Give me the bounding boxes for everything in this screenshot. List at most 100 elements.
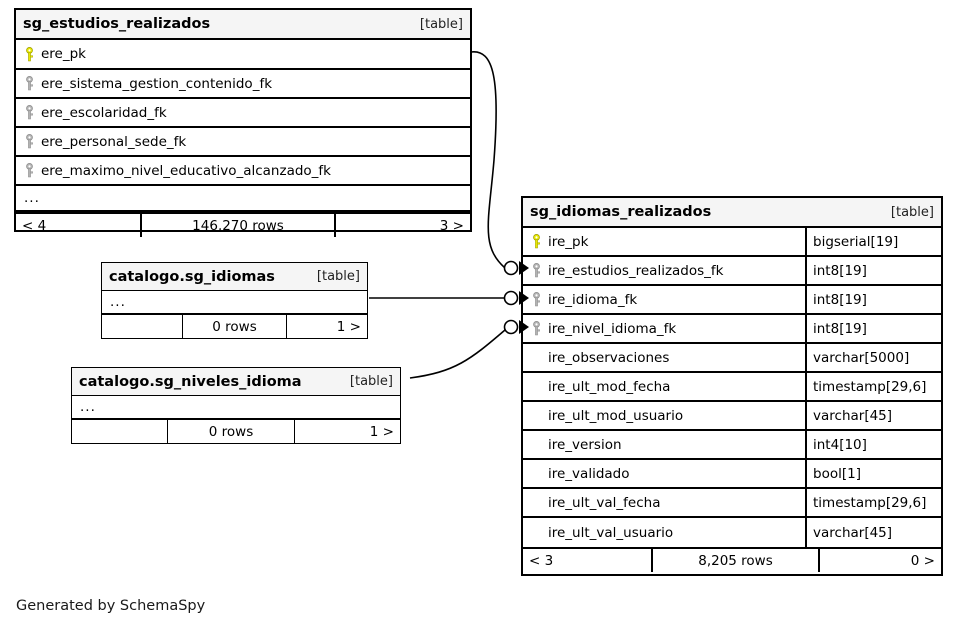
column-name: ire_ult_val_fecha: [548, 494, 661, 511]
table-footer: < 4 146,270 rows 3 >: [16, 212, 470, 237]
column-type: int8[19]: [805, 315, 941, 342]
column-type: int8[19]: [805, 257, 941, 284]
column-type: int4[10]: [805, 431, 941, 458]
column-type: int8[19]: [805, 286, 941, 313]
footer-row-count: 0 rows: [167, 420, 295, 444]
foreign-key-icon: [533, 292, 540, 307]
table-row[interactable]: ire_pk bigserial[19]: [523, 228, 941, 257]
column-cell: ere_sistema_gestion_contenido_fk: [16, 70, 470, 97]
column-cell: ire_validado: [523, 460, 805, 487]
foreign-key-icon: [26, 163, 33, 178]
column-type: timestamp[29,6]: [805, 489, 941, 516]
column-cell: ire_idioma_fk: [523, 286, 805, 313]
column-name: ire_validado: [548, 465, 630, 482]
table-title: sg_idiomas_realizados: [530, 204, 712, 220]
table-row[interactable]: ire_estudios_realizados_fk int8[19]: [523, 257, 941, 286]
footer-row-count: 8,205 rows: [651, 549, 820, 572]
primary-key-icon: [26, 46, 33, 61]
more-columns-indicator: ...: [102, 291, 367, 314]
column-name: ere_maximo_nivel_educativo_alcanzado_fk: [41, 162, 331, 179]
column-name: ere_personal_sede_fk: [41, 133, 187, 150]
column-name: ire_ult_val_usuario: [548, 524, 674, 541]
relationship-endpoint-circle: [503, 260, 519, 276]
column-name: ire_nivel_idioma_fk: [548, 320, 677, 337]
footer-parent-count[interactable]: < 3: [529, 552, 554, 569]
column-type: timestamp[29,6]: [805, 373, 941, 400]
relationship-endpoint-circle: [503, 290, 519, 306]
table-catalogo-sg-idiomas[interactable]: catalogo.sg_idiomas [table] ... 0 rows 1…: [101, 262, 368, 339]
column-type: varchar[45]: [805, 518, 941, 547]
table-sg-estudios-realizados[interactable]: sg_estudios_realizados [table] ere_pk er…: [14, 8, 472, 237]
column-cell: ire_ult_val_fecha: [523, 489, 805, 516]
column-cell: ire_ult_mod_usuario: [523, 402, 805, 429]
foreign-key-icon: [26, 105, 33, 120]
relationship-line-niveles-idioma-catalog: [409, 329, 506, 379]
footer-child-count[interactable]: 1 >: [369, 424, 394, 440]
column-cell: ere_personal_sede_fk: [16, 128, 470, 155]
table-catalogo-sg-niveles-idioma[interactable]: catalogo.sg_niveles_idioma [table] ... 0…: [71, 367, 401, 444]
table-row[interactable]: ire_ult_val_fecha timestamp[29,6]: [523, 489, 941, 518]
foreign-key-icon: [26, 76, 33, 91]
table-title: catalogo.sg_idiomas: [109, 268, 275, 285]
more-columns-indicator: ...: [72, 396, 400, 419]
column-cell: ere_escolaridad_fk: [16, 99, 470, 126]
primary-key-icon: [533, 234, 540, 249]
table-row[interactable]: ire_validado bool[1]: [523, 460, 941, 489]
table-header: catalogo.sg_idiomas [table]: [102, 263, 367, 291]
table-type-tag: [table]: [419, 16, 463, 32]
column-name: ere_sistema_gestion_contenido_fk: [41, 75, 273, 92]
table-footer: < 3 8,205 rows 0 >: [523, 547, 941, 572]
column-cell: ire_estudios_realizados_fk: [523, 257, 805, 284]
column-name: ire_idioma_fk: [548, 291, 638, 308]
footer-row-count: 0 rows: [182, 315, 287, 339]
table-footer: 0 rows 1 >: [72, 419, 400, 444]
table-row[interactable]: ere_personal_sede_fk: [16, 128, 470, 157]
footer-child-count[interactable]: 3 >: [439, 217, 464, 234]
column-name: ire_ult_mod_usuario: [548, 407, 684, 424]
table-row[interactable]: ire_idioma_fk int8[19]: [523, 286, 941, 315]
column-name: ire_observaciones: [548, 349, 670, 366]
table-row[interactable]: ire_nivel_idioma_fk int8[19]: [523, 315, 941, 344]
column-name: ere_pk: [41, 46, 87, 62]
column-cell: ere_maximo_nivel_educativo_alcanzado_fk: [16, 157, 470, 184]
table-header: catalogo.sg_niveles_idioma [table]: [72, 368, 400, 396]
table-header: sg_idiomas_realizados [table]: [523, 198, 941, 228]
table-row[interactable]: ire_version int4[10]: [523, 431, 941, 460]
column-cell: ire_nivel_idioma_fk: [523, 315, 805, 342]
table-row[interactable]: ere_pk: [16, 40, 470, 70]
table-row[interactable]: ere_escolaridad_fk: [16, 99, 470, 128]
table-title: catalogo.sg_niveles_idioma: [79, 373, 302, 390]
column-name: ire_version: [548, 436, 622, 453]
column-cell: ire_ult_mod_fecha: [523, 373, 805, 400]
column-name: ire_pk: [548, 233, 589, 250]
column-cell: ire_version: [523, 431, 805, 458]
footer-child-count[interactable]: 1 >: [336, 319, 361, 335]
more-columns-indicator: ...: [16, 186, 470, 212]
column-name: ire_estudios_realizados_fk: [548, 262, 724, 279]
column-name: ire_ult_mod_fecha: [548, 378, 671, 395]
relationship-line-estudios-to-idiomas: [470, 51, 506, 269]
table-type-tag: [table]: [349, 374, 393, 389]
column-cell: ire_pk: [523, 228, 805, 255]
footer-child-count[interactable]: 0 >: [910, 552, 935, 569]
column-name: ere_escolaridad_fk: [41, 104, 167, 121]
table-sg-idiomas-realizados[interactable]: sg_idiomas_realizados [table] ire_pk big…: [521, 196, 943, 576]
column-cell: ire_observaciones: [523, 344, 805, 371]
footer-row-count: 146,270 rows: [140, 214, 336, 237]
table-row[interactable]: ire_ult_mod_usuario varchar[45]: [523, 402, 941, 431]
relationship-endpoint-circle: [503, 319, 519, 335]
table-row[interactable]: ire_observaciones varchar[5000]: [523, 344, 941, 373]
footer-parent-count[interactable]: < 4: [22, 217, 47, 234]
footer-parent-count[interactable]: [72, 420, 167, 444]
table-row[interactable]: ere_sistema_gestion_contenido_fk: [16, 70, 470, 99]
column-type: varchar[5000]: [805, 344, 941, 371]
table-title: sg_estudios_realizados: [23, 16, 211, 32]
column-type: bool[1]: [805, 460, 941, 487]
table-row[interactable]: ere_maximo_nivel_educativo_alcanzado_fk: [16, 157, 470, 186]
table-header: sg_estudios_realizados [table]: [16, 10, 470, 40]
table-row[interactable]: ire_ult_val_usuario varchar[45]: [523, 518, 941, 547]
table-row[interactable]: ire_ult_mod_fecha timestamp[29,6]: [523, 373, 941, 402]
table-type-tag: [table]: [890, 204, 934, 220]
column-type: varchar[45]: [805, 402, 941, 429]
footer-parent-count[interactable]: [102, 315, 182, 339]
